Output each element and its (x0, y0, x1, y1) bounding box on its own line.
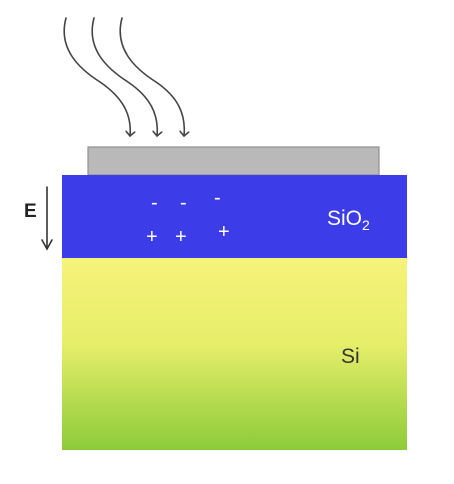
substrate-label: Si (341, 345, 360, 368)
incident-light-arrows (63, 17, 184, 136)
oxide-label-base: SiO (327, 207, 363, 230)
field-arrow (41, 186, 53, 251)
silicon-substrate (62, 258, 407, 450)
oxide-label: SiO2 (327, 208, 370, 232)
positive-charge: + (175, 226, 187, 248)
positive-charge: + (218, 221, 230, 243)
gate-electrode (87, 146, 380, 176)
negative-charge: - (151, 192, 158, 214)
wavy-arrow-icon (119, 17, 184, 136)
oxide-label-subscript: 2 (362, 217, 370, 233)
field-arrowhead (41, 239, 53, 251)
wavy-arrow-icon (63, 17, 130, 136)
field-label: E (24, 201, 37, 222)
negative-charge: - (180, 192, 187, 214)
oxide-layer (62, 175, 407, 258)
wavy-arrow-icon (91, 17, 157, 136)
negative-charge: - (214, 187, 221, 209)
positive-charge: + (146, 226, 158, 248)
